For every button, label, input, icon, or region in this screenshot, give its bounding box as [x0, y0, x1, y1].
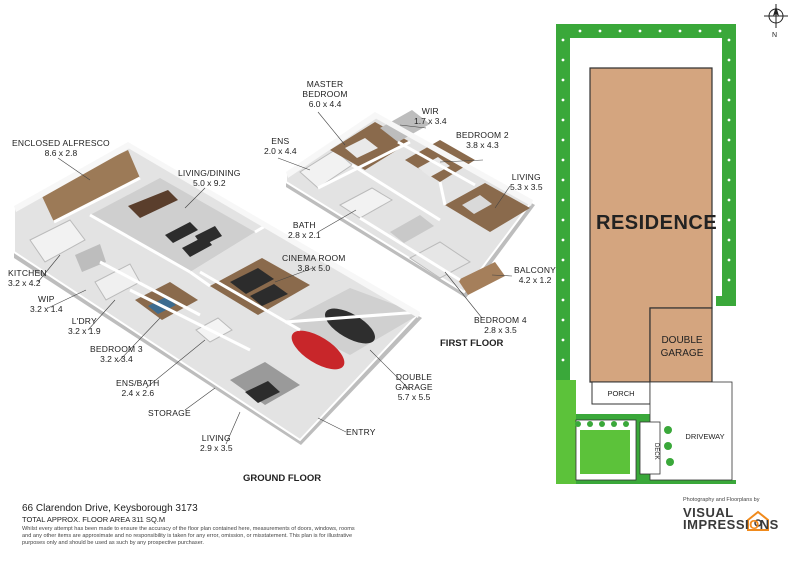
room-label-cinema-room: CINEMA ROOM 3.8 x 5.0: [282, 253, 346, 273]
room-dims: 5.3 x 3.5: [510, 182, 543, 192]
room-name: LIVING: [201, 433, 231, 443]
room-label-laundry: L'DRY 3.2 x 1.9: [68, 316, 101, 336]
room-name: KITCHEN: [8, 268, 47, 278]
logo-line-impressions: IMPRESSIONS: [683, 517, 779, 532]
disclaimer: Whilst every attempt has been made to en…: [22, 526, 355, 546]
room-name: WIR: [421, 106, 439, 116]
room-label-storage: STORAGE: [148, 408, 191, 418]
room-label-living-ground: LIVING 2.9 x 3.5: [200, 433, 233, 453]
room-dims: 5.0 x 9.2: [192, 178, 226, 188]
room-dims: 8.6 x 2.8: [44, 148, 78, 158]
room-name: LIVING: [511, 172, 541, 182]
room-name: CINEMA ROOM: [282, 253, 346, 263]
room-dims: 3.2 x 4.2: [8, 278, 41, 288]
room-name: ENCLOSED ALFRESCO: [12, 138, 110, 148]
room-name: L'DRY: [71, 316, 97, 326]
room-label-ens: ENS 2.0 x 4.4: [264, 136, 297, 156]
room-label-master-bedroom: MASTER BEDROOM 6.0 x 4.4: [302, 79, 348, 109]
room-name: BALCONY: [514, 265, 557, 275]
room-name: BATH: [292, 220, 316, 230]
room-dims: 3.8 x 5.0: [297, 263, 331, 273]
room-dims: 2.9 x 3.5: [200, 443, 233, 453]
room-label-living-dining: LIVING/DINING 5.0 x 9.2: [178, 168, 241, 188]
room-label-living-first: LIVING 5.3 x 3.5: [510, 172, 543, 192]
room-dims: 4.2 x 1.2: [518, 275, 552, 285]
room-name: LIVING/DINING: [178, 168, 241, 178]
room-label-bedroom-3: BEDROOM 3 3.2 x 3.4: [90, 344, 143, 364]
room-label-entry: ENTRY: [346, 427, 376, 437]
room-dims: 3.2 x 3.4: [100, 354, 133, 364]
site-deck-label: DECK: [653, 443, 659, 460]
room-name: BEDROOM 3: [90, 344, 143, 354]
logo-o-ring: O: [749, 517, 760, 532]
room-label-wir: WIR 1.7 x 3.4: [414, 106, 447, 126]
floor-area: TOTAL APPROX. FLOOR AREA 311 SQ.M: [22, 515, 166, 524]
site-residence-label: RESIDENCE: [596, 212, 718, 234]
ground-floor-plan: [13, 140, 422, 445]
site-double-garage-label: DOUBLE GARAGE: [660, 335, 704, 359]
room-dims: 2.0 x 4.4: [264, 146, 297, 156]
room-label-bath: BATH 2.8 x 2.1: [288, 220, 321, 240]
room-label-wip: WIP 3.2 x 1.4: [30, 294, 63, 314]
room-label-bedroom-2: BEDROOM 2 3.8 x 4.3: [456, 130, 509, 150]
north-label: N: [772, 32, 778, 39]
room-name: BEDROOM 2: [456, 130, 509, 140]
property-address: 66 Clarendon Drive, Keysborough 3173: [22, 503, 198, 514]
room-dims: 2.8 x 3.5: [484, 325, 517, 335]
room-dims: 2.4 x 2.6: [121, 388, 155, 398]
room-dims: 6.0 x 4.4: [308, 99, 342, 109]
site-porch-label: PORCH: [607, 389, 635, 398]
room-label-balcony: BALCONY 4.2 x 1.2: [514, 265, 556, 285]
logo-line-visual: VISUAL: [683, 505, 734, 520]
first-floor-title: FIRST FLOOR: [440, 338, 504, 349]
room-label-ens-bath: ENS/BATH 2.4 x 2.6: [116, 378, 159, 398]
house-logo-icon: [747, 510, 769, 531]
room-name: MASTER BEDROOM: [302, 79, 348, 99]
first-floor-plan: [285, 110, 535, 298]
logo-line-impressions-part1: IMPRESSI: [683, 517, 750, 532]
room-dims: 3.2 x 1.4: [30, 304, 63, 314]
photo-credit: Photography and Floorplans by: [683, 497, 760, 503]
room-dims: 3.8 x 4.3: [466, 140, 499, 150]
room-name: DOUBLE GARAGE: [395, 372, 433, 392]
room-name: ENTRY: [346, 427, 376, 437]
site-driveway-label: DRIVEWAY: [685, 432, 725, 441]
room-dims: 2.8 x 2.1: [288, 230, 321, 240]
site-plan: [556, 24, 736, 484]
room-label-enclosed-alfresco: ENCLOSED ALFRESCO 8.6 x 2.8: [12, 138, 110, 158]
room-name: STORAGE: [148, 408, 191, 418]
room-name: ENS: [271, 136, 290, 146]
room-name: BEDROOM 4: [474, 315, 527, 325]
room-label-kitchen: KITCHEN 3.2 x 4.2: [8, 268, 47, 288]
room-label-double-garage-ground: DOUBLE GARAGE 5.7 x 5.5: [394, 372, 434, 402]
room-label-bedroom-4: BEDROOM 4 2.8 x 3.5: [474, 315, 527, 335]
room-name: ENS/BATH: [116, 378, 160, 388]
room-dims: 5.7 x 5.5: [397, 392, 431, 402]
room-name: WIP: [37, 294, 55, 304]
compass-north-icon: [764, 4, 788, 28]
room-dims: 3.2 x 1.9: [68, 326, 101, 336]
ground-floor-title: GROUND FLOOR: [243, 473, 322, 484]
room-dims: 1.7 x 3.4: [414, 116, 447, 126]
logo-line-impressions-part2: NS: [759, 517, 779, 532]
